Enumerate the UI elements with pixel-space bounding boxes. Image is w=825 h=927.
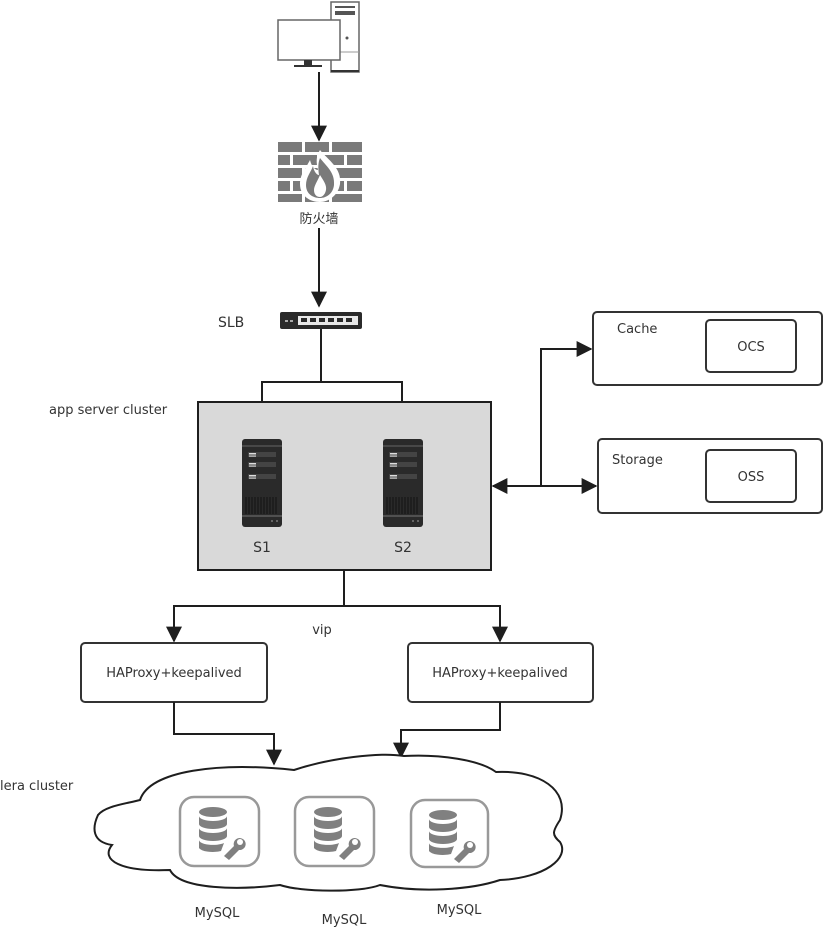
haproxy-label-2: HAProxy+keepalived	[432, 666, 568, 681]
firewall-icon	[278, 142, 362, 202]
server-s2-label: S2	[394, 540, 412, 556]
server-s1-label: S1	[253, 540, 271, 556]
mysql-icon-1	[178, 795, 261, 868]
mysql-icon-2	[293, 795, 376, 868]
mysql-icon-3	[409, 798, 490, 869]
app-server-cluster-label: app server cluster	[49, 403, 168, 418]
slb-label: SLB	[218, 315, 244, 331]
connector-proxies-galera	[173, 702, 501, 766]
haproxy-label-1: HAProxy+keepalived	[106, 666, 242, 681]
vip-label: vip	[312, 623, 332, 638]
server-s1-icon	[242, 439, 282, 527]
oss-box	[705, 449, 797, 503]
computer-icon	[277, 1, 360, 73]
firewall-label: 防火墙	[299, 211, 338, 227]
mysql-label-2: MySQL	[322, 913, 367, 927]
cache-label: Cache	[617, 322, 657, 337]
storage-box: Storage OSS	[597, 438, 823, 514]
cache-box: Cache OCS	[592, 311, 823, 386]
mysql-label-3: MySQL	[437, 903, 482, 918]
server-s2-icon	[383, 439, 423, 527]
mysql-label-1: MySQL	[195, 906, 240, 921]
storage-label: Storage	[612, 453, 663, 468]
connector-cluster-cache-storage	[491, 341, 598, 494]
connector-cluster-proxies	[166, 571, 508, 643]
ocs-box	[705, 319, 797, 373]
oss-label: OSS	[738, 470, 765, 485]
app-server-cluster-box	[197, 401, 492, 571]
load-balancer-switch-icon	[280, 312, 362, 329]
galera-cluster-label: lera cluster	[0, 779, 74, 794]
ocs-label: OCS	[737, 340, 765, 355]
